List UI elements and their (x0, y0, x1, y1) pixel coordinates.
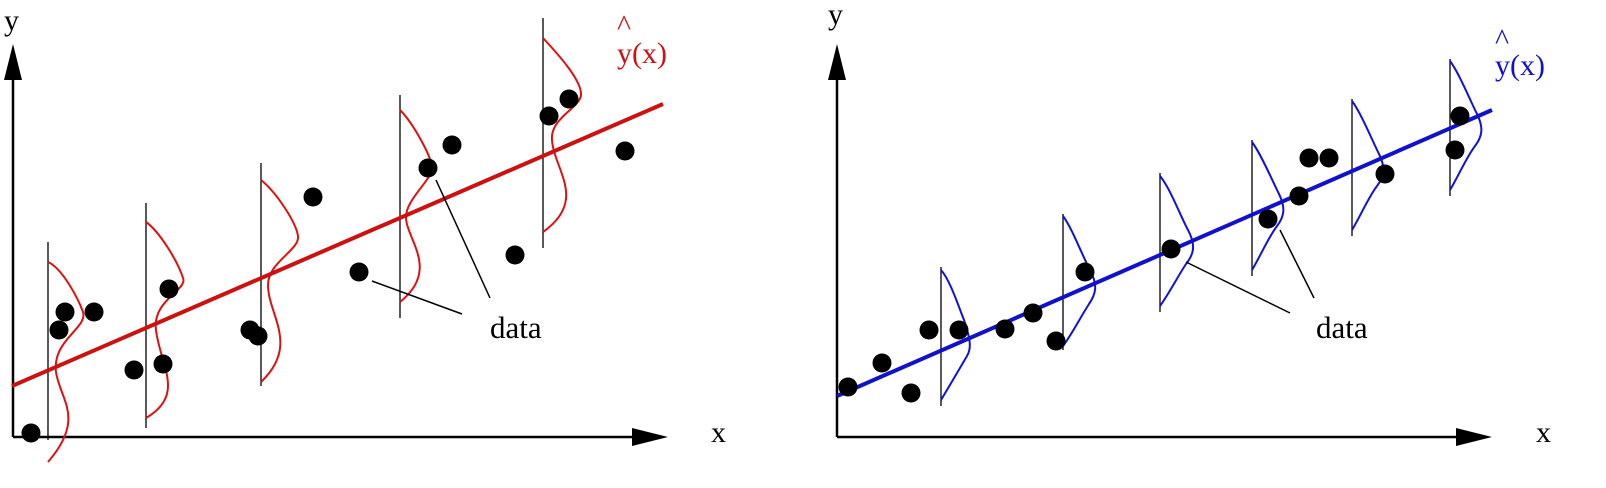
data-point (349, 262, 369, 282)
data-point (559, 89, 579, 109)
distribution-curve (47, 261, 85, 463)
data-point (1075, 262, 1095, 282)
data-point (872, 353, 892, 373)
distribution-curve (542, 37, 583, 233)
y-axis-arrowhead (4, 44, 22, 80)
fit-label-hat: ^ (1495, 23, 1509, 56)
data-point (21, 423, 41, 443)
data-point (442, 135, 462, 155)
panel-left: y x (4, 4, 726, 463)
vertical-guides (47, 18, 544, 440)
vertical-guides (940, 59, 1451, 406)
data-point (55, 302, 75, 322)
data-point (1375, 164, 1395, 184)
data-point (1319, 148, 1339, 168)
annotation-leaders (371, 179, 491, 315)
y-axis-label: y (4, 4, 19, 37)
data-point (1289, 186, 1309, 206)
data-point (49, 320, 69, 340)
y-axis-arrowhead (828, 44, 846, 80)
distribution-curve (145, 221, 185, 419)
data-points (21, 89, 635, 443)
x-axis-label: x (711, 416, 726, 449)
data-point (1161, 239, 1181, 259)
data-point (615, 141, 635, 161)
distribution-curve (940, 269, 971, 401)
fit-label: y(x) (617, 37, 667, 70)
distribution-curve (1251, 141, 1285, 271)
data-points (838, 106, 1470, 403)
y-axis-label: y (828, 0, 843, 31)
x-axis-label: x (1536, 416, 1551, 449)
data-point (949, 320, 969, 340)
data-point (919, 320, 939, 340)
data-point (995, 319, 1015, 339)
data-point (1450, 106, 1470, 126)
distribution-curve (260, 179, 299, 383)
fit-line-left (11, 102, 664, 388)
fit-label: y(x) (1495, 49, 1545, 82)
data-point (1299, 148, 1319, 168)
x-axis-arrowhead (632, 428, 668, 446)
data-point (901, 383, 921, 403)
data-point (1023, 303, 1043, 323)
data-point (303, 187, 323, 207)
data-point (418, 158, 438, 178)
data-point (84, 302, 104, 322)
distribution-curve (1159, 175, 1194, 307)
data-point (153, 354, 173, 374)
data-point (505, 245, 525, 265)
distribution-curve (1449, 60, 1483, 191)
annotation-leaders (1185, 229, 1315, 314)
data-point (838, 377, 858, 397)
distribution-curves (47, 37, 583, 463)
fit-label-hat: ^ (617, 9, 631, 42)
panel-right: y x (828, 0, 1551, 449)
data-annotation: data (490, 310, 542, 345)
x-axis-arrowhead (1456, 428, 1492, 446)
data-point (159, 279, 179, 299)
data-annotation: data (1316, 310, 1368, 345)
data-point (539, 106, 559, 126)
data-point (248, 326, 268, 346)
data-point (124, 360, 144, 380)
data-point (1046, 331, 1066, 351)
data-point (1445, 140, 1465, 160)
distribution-curve (399, 109, 434, 303)
data-point (1258, 209, 1278, 229)
distribution-curve (1062, 215, 1097, 347)
